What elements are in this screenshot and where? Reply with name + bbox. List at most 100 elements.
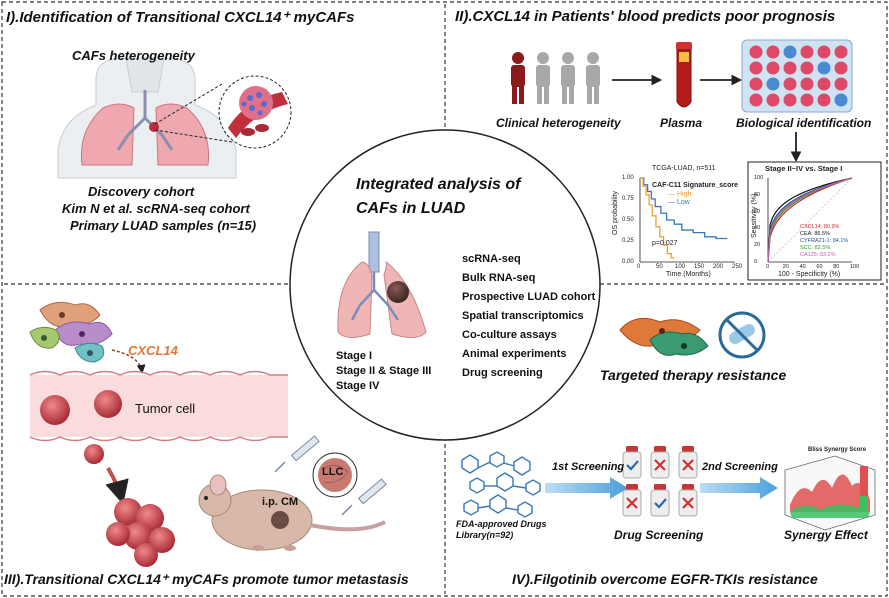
km-ytick: 0.25 — [622, 238, 634, 244]
biological-identification-label: Biological identification — [736, 116, 872, 130]
cxcl14-label: CXCL14 — [128, 343, 178, 358]
plate-well — [783, 93, 797, 107]
roc-legend-entry: CEA: 86.5% — [800, 231, 830, 237]
roc-legend-entry: CYFRA21-1: 84.1% — [800, 238, 849, 244]
km-ylabel: OS probability — [612, 191, 619, 235]
method-item: scRNA-seq — [462, 253, 521, 265]
km-legend-high: — High — [668, 191, 692, 198]
plate-well — [749, 93, 763, 107]
plate-well — [834, 45, 848, 59]
library-line-1: FDA-approved Drugs — [456, 519, 547, 529]
km-ytick: 0.75 — [622, 196, 634, 202]
km-title: TCGA-LUAD, n=511 — [652, 165, 716, 172]
roc-ytick: 60 — [754, 208, 761, 215]
km-plot — [639, 177, 735, 263]
patients-icons — [511, 52, 600, 104]
km-xtick: 50 — [656, 264, 663, 270]
zoom-callout — [154, 75, 292, 149]
method-item: Drug screening — [462, 367, 543, 379]
syringe-bottom — [341, 478, 387, 516]
method-item: Spatial transcriptomics — [462, 310, 584, 322]
panel2-title: II).CXCL14 in Patients' blood predicts p… — [455, 8, 836, 25]
cohort-line-1: Discovery cohort — [88, 184, 195, 199]
plate-well — [783, 45, 797, 59]
cohort-line-3: Primary LUAD samples (n=15) — [70, 218, 257, 233]
km-curve-high — [640, 177, 675, 259]
km-xlabel: Time (Months) — [666, 271, 711, 278]
roc-ytick: 0 — [754, 259, 758, 265]
clinical-heterogeneity-label: Clinical heterogeneity — [496, 116, 621, 130]
km-xtick: 200 — [713, 264, 724, 270]
synergy-3d-plot — [784, 455, 876, 531]
roc-plot — [747, 161, 882, 281]
cafs-heterogeneity-label: CAFs heterogeneity — [72, 48, 195, 63]
metastasis-arrow — [105, 466, 129, 505]
torso-illustration — [57, 57, 237, 179]
method-item: Co-culture assays — [462, 329, 557, 341]
plate-well — [749, 77, 763, 91]
drug-bottle — [622, 484, 642, 517]
km-xtick: 100 — [675, 264, 686, 270]
drug-bottle — [678, 484, 698, 517]
bliss-score-label: Bliss Synergy Score — [808, 447, 867, 453]
roc-xtick: 60 — [816, 264, 823, 270]
plate-well — [800, 61, 814, 75]
method-item: Animal experiments — [462, 348, 567, 360]
roc-xtick: 80 — [833, 264, 840, 270]
llc-label: LLC — [322, 466, 344, 478]
tumor-cell-label: Tumor cell — [135, 401, 196, 416]
km-pvalue: p=0.027 — [652, 240, 678, 247]
drug-bottle — [650, 484, 670, 517]
roc-ytick: 40 — [754, 225, 761, 232]
stage-item: Stage II & Stage III — [336, 365, 432, 377]
plate-well — [800, 45, 814, 59]
stage-item: Stage IV — [336, 380, 380, 392]
plate-well — [766, 93, 780, 107]
km-ytick: 0.50 — [622, 217, 634, 223]
plate-well — [766, 61, 780, 75]
plate-well — [834, 93, 848, 107]
plate-well — [783, 77, 797, 91]
synergy-effect-label: Synergy Effect — [784, 528, 868, 542]
cxcl14-arrow — [111, 349, 146, 374]
km-legend-high-label: High — [676, 191, 692, 198]
myCAF-cluster — [29, 301, 113, 363]
plate-well — [766, 45, 780, 59]
roc-xtick: 20 — [782, 264, 789, 270]
center-circle — [289, 129, 601, 441]
center-lungs — [337, 231, 427, 338]
plate-well — [834, 77, 848, 91]
roc-xtick: 100 — [850, 264, 860, 270]
drug-bottles — [622, 446, 698, 517]
panel3-title: III).Transitional CXCL14⁺ myCAFs promote… — [4, 571, 409, 587]
plate-well — [817, 61, 831, 75]
plate-well — [817, 45, 831, 59]
mouse-illustration — [198, 474, 386, 551]
tumor-cluster — [106, 498, 175, 567]
km-curve-low — [640, 177, 728, 240]
plate-well — [749, 61, 763, 75]
no-drug-icon — [718, 311, 766, 359]
targeted-therapy-resistance-label: Targeted therapy resistance — [600, 367, 787, 383]
roc-xtick: 40 — [799, 264, 806, 270]
stage-item: Stage I — [336, 350, 373, 362]
roc-legend-entry: CXCL14: 80.9% — [800, 224, 840, 230]
roc-legend-entry: SCC: 82.5% — [800, 245, 831, 251]
km-legend-low: — Low — [668, 199, 690, 206]
plate-well — [817, 77, 831, 91]
plate-well — [817, 93, 831, 107]
plate-well — [783, 61, 797, 75]
drug-bottle — [678, 446, 698, 479]
km-legend-low-label: Low — [676, 199, 690, 206]
plate-well — [749, 45, 763, 59]
plasma-tube — [676, 42, 692, 108]
plate-well — [800, 93, 814, 107]
plate-well — [834, 61, 848, 75]
plate-well — [800, 77, 814, 91]
drug-screening-label: Drug Screening — [614, 528, 704, 542]
blood-vessel — [29, 370, 288, 464]
resistant-cells — [619, 317, 709, 356]
roc-curve — [767, 177, 853, 263]
